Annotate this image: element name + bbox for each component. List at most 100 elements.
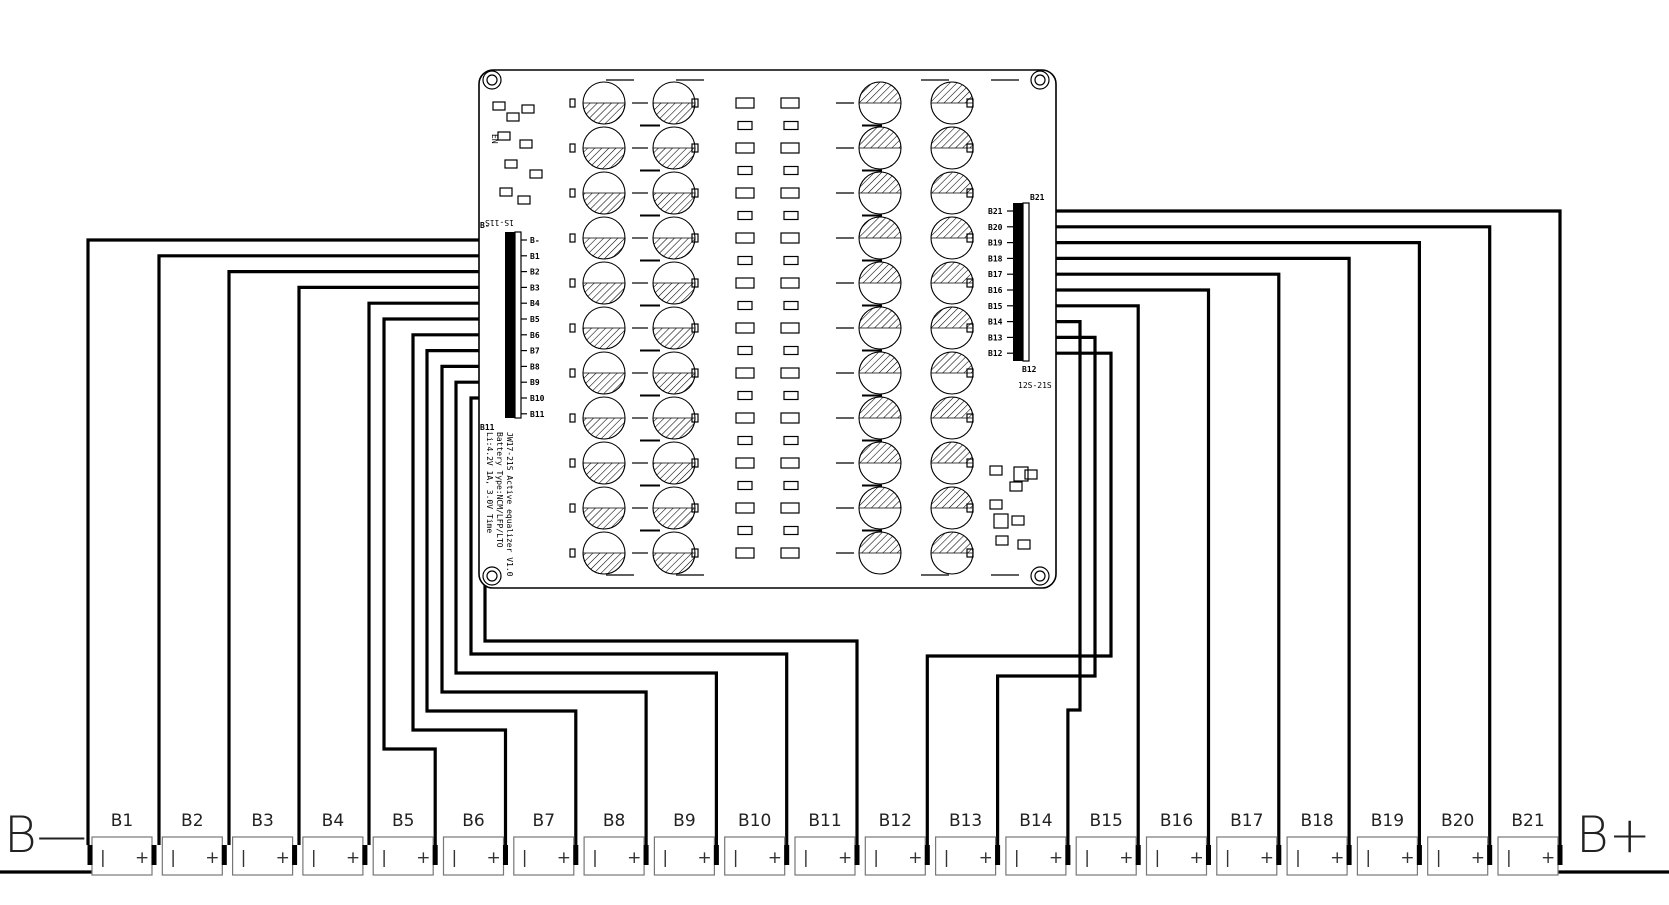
left-pin-label: B5 <box>530 315 540 324</box>
capacitor-symbol <box>652 351 696 395</box>
smd-pad <box>691 323 699 333</box>
battery-cell: B1|+ <box>91 811 153 876</box>
cell-plus-sign: + <box>838 848 852 868</box>
capacitor-symbol <box>582 396 626 440</box>
smd-pad <box>691 98 699 108</box>
cell-body <box>1005 836 1067 876</box>
cell-junction <box>151 845 157 865</box>
cell-body <box>583 836 645 876</box>
smd-part <box>517 195 531 205</box>
cell-plus-sign: + <box>276 848 290 868</box>
cell-minus-sign: | <box>311 848 317 868</box>
left-header-label: B- <box>480 221 490 230</box>
positive-terminal: B+ <box>1576 806 1651 864</box>
battery-cell: B7|+ <box>513 811 575 876</box>
wire <box>425 349 578 845</box>
cell-label: B6 <box>462 811 484 831</box>
smd-part <box>735 142 755 154</box>
smd-part <box>735 277 755 289</box>
smd-pad <box>966 548 974 558</box>
smd-pad <box>966 233 974 243</box>
smd-part <box>780 457 800 469</box>
smd-pad <box>966 323 974 333</box>
capacitor-symbol <box>858 261 902 305</box>
cell-plus-sign: + <box>1190 848 1204 868</box>
smd-pad <box>569 143 576 153</box>
wire <box>1018 272 1281 845</box>
wire <box>367 301 510 845</box>
cell-junction <box>924 845 930 865</box>
smd-pad <box>691 278 699 288</box>
smd-pad <box>691 503 699 513</box>
cell-label: B9 <box>673 811 695 831</box>
smd-pad <box>966 143 974 153</box>
capacitor-symbol <box>858 441 902 485</box>
cell-body <box>442 836 505 876</box>
smd-part <box>780 277 800 289</box>
cell-body <box>1145 836 1208 876</box>
smd-part <box>737 525 753 536</box>
cell-minus-sign: | <box>170 848 176 868</box>
cell-label: B18 <box>1300 811 1333 831</box>
smd-pad <box>569 458 576 468</box>
cell-plus-sign: + <box>1400 848 1414 868</box>
battery-cell: B9|+ <box>653 811 716 876</box>
capacitor-symbol <box>652 81 696 125</box>
cell-junction <box>1206 845 1211 865</box>
left-pin-label: B7 <box>530 347 540 356</box>
smd-part <box>780 232 800 244</box>
cell-body <box>232 836 294 876</box>
cell-body <box>934 836 997 876</box>
left-pin-label: B4 <box>530 299 540 308</box>
battery-cell: B2|+ <box>161 811 223 876</box>
cell-minus-sign: | <box>592 848 598 868</box>
cell-label: B13 <box>949 811 982 831</box>
battery-cell: B11|+ <box>794 811 856 876</box>
capacitor-symbol <box>858 396 902 440</box>
smd-part <box>735 97 755 109</box>
cell-minus-sign: | <box>662 848 668 868</box>
smd-part <box>529 169 543 179</box>
smd-part <box>737 120 753 131</box>
cell-junction <box>1135 845 1141 865</box>
smd-pad <box>691 413 699 423</box>
cell-label: B14 <box>1019 811 1052 831</box>
capacitor-symbol <box>652 486 696 530</box>
capacitor-symbol <box>582 171 626 215</box>
wire-layer <box>0 209 1669 874</box>
smd-part <box>521 104 535 114</box>
smd-part <box>519 139 533 149</box>
cell-label: B11 <box>808 811 841 831</box>
right-pin-label: B16 <box>988 286 1003 295</box>
mounting-hole-top-left <box>482 70 502 90</box>
cell-label: B5 <box>392 811 414 831</box>
wire <box>382 317 510 845</box>
capacitor-symbol <box>652 216 696 260</box>
battery-cell: B5|+ <box>372 811 434 876</box>
capacitor-symbol <box>582 351 626 395</box>
negative-terminal: B— <box>4 806 87 864</box>
battery-cell: B21|+ <box>1497 811 1559 876</box>
smd-part <box>780 322 800 334</box>
left-pin-label: B3 <box>530 283 540 292</box>
capacitor-symbol <box>930 306 974 350</box>
cell-minus-sign: | <box>1014 848 1020 868</box>
wire <box>1018 288 1211 845</box>
smd-pad <box>569 503 576 513</box>
smd-pad <box>966 368 974 378</box>
cell-minus-sign: | <box>1295 848 1301 868</box>
left-pin-label: B1 <box>530 252 540 261</box>
cell-junction <box>221 845 227 865</box>
capacitor-symbol <box>858 531 902 575</box>
capacitor-symbol <box>930 486 974 530</box>
capacitor-symbol <box>652 126 696 170</box>
capacitor-symbol <box>652 171 696 215</box>
smd-pad <box>691 143 699 153</box>
smd-part <box>1009 481 1023 492</box>
cell-minus-sign: | <box>733 848 739 868</box>
smd-part <box>1024 469 1038 480</box>
smd-pad <box>691 233 699 243</box>
left-pin-label: B8 <box>530 362 540 371</box>
